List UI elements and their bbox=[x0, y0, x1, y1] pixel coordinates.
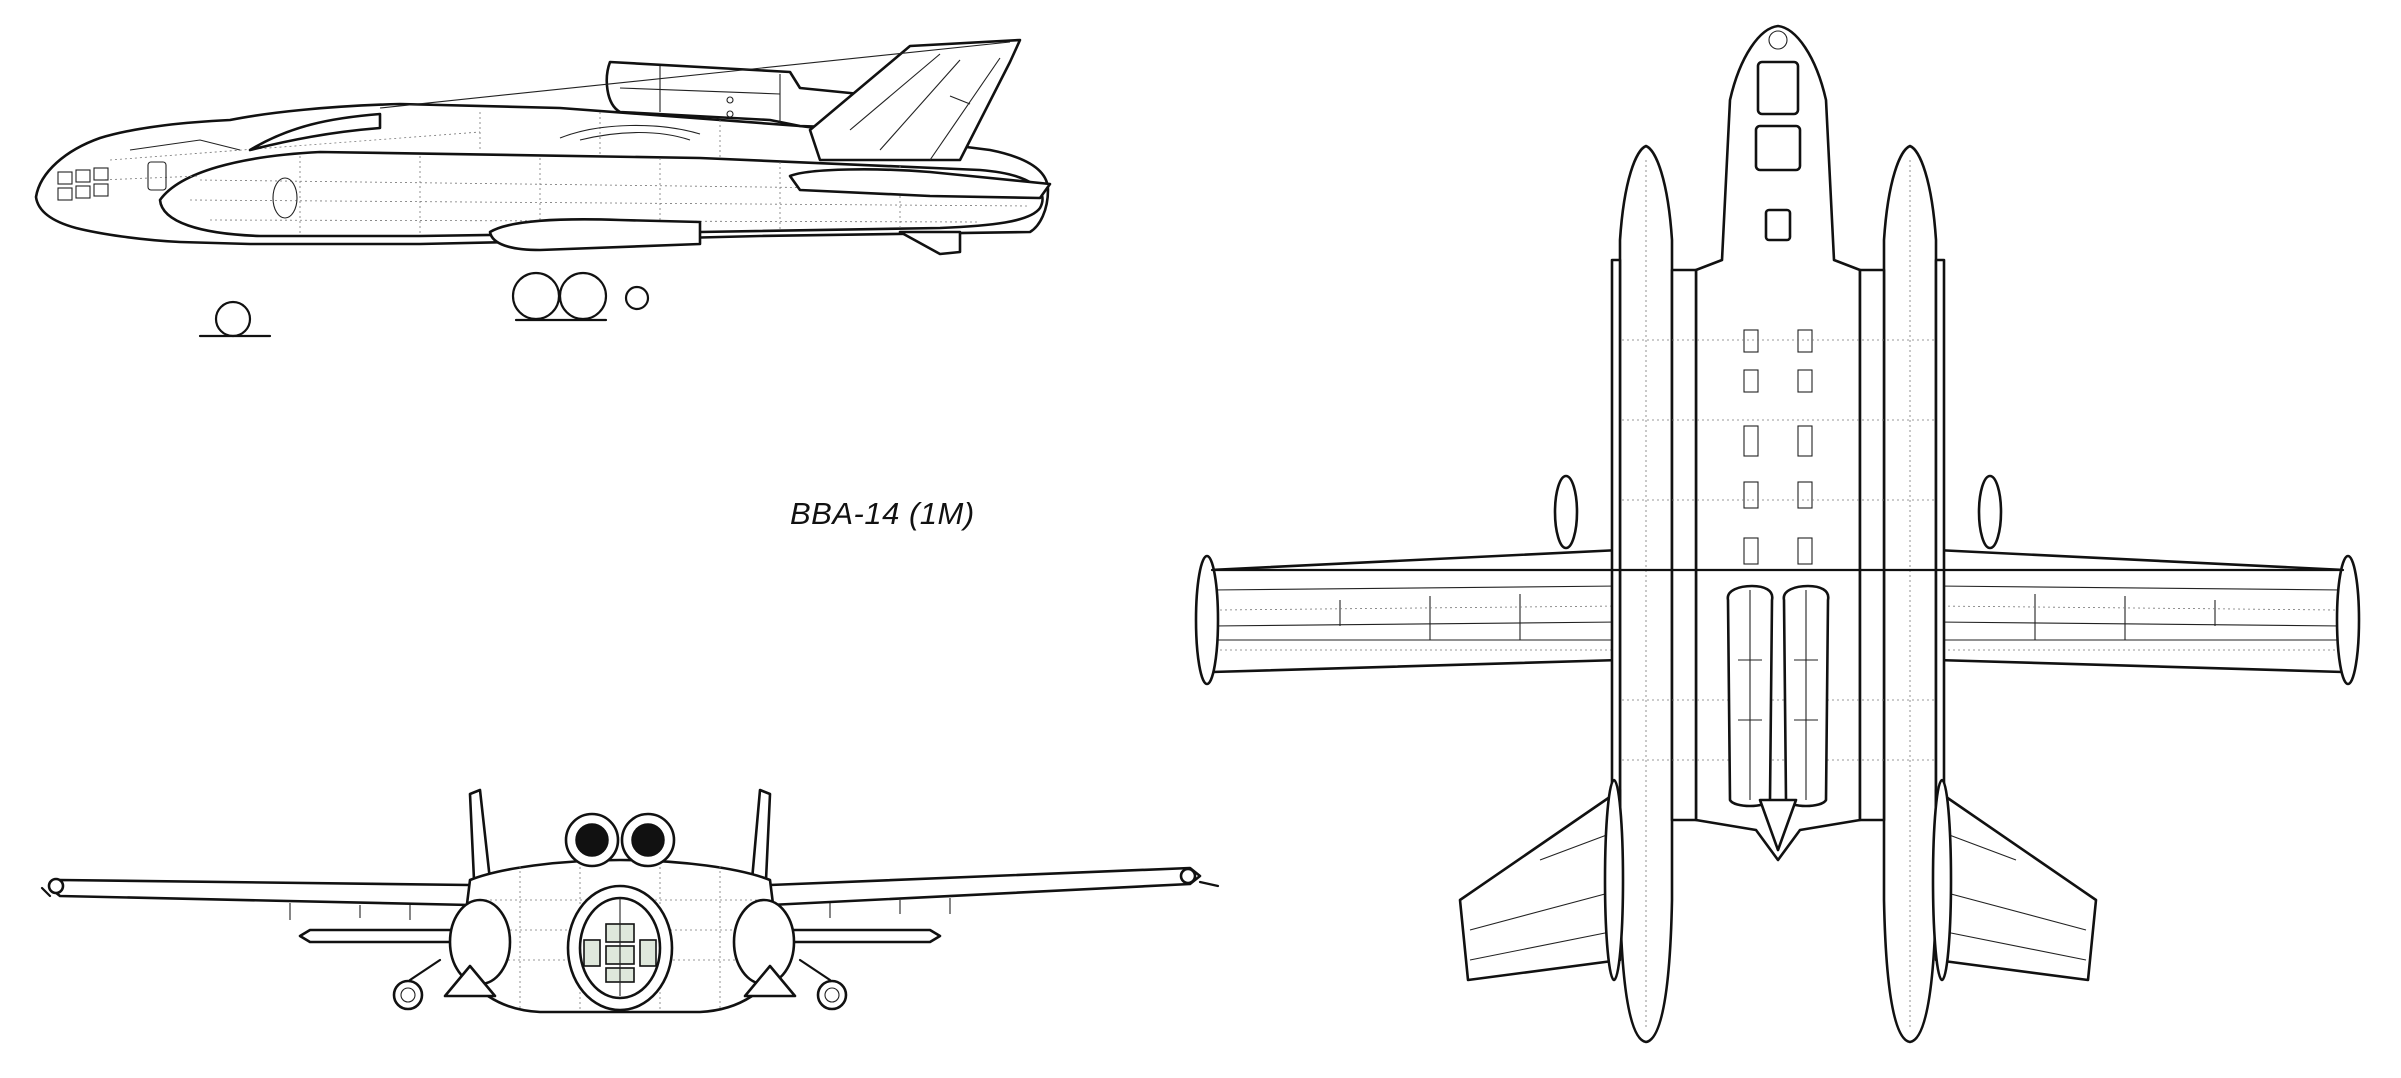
side-fuselage-panel-lines bbox=[99, 112, 721, 181]
top-tail-fins bbox=[1603, 778, 1953, 982]
top-wing-dotted-grid bbox=[1219, 605, 2336, 651]
side-canopy bbox=[248, 112, 382, 152]
top-view bbox=[1194, 24, 2361, 1044]
top-body-grid bbox=[1622, 160, 1934, 1030]
front-view bbox=[40, 788, 1220, 1014]
front-right-stabilizer bbox=[768, 928, 942, 944]
top-hull-tail bbox=[1758, 798, 1798, 852]
front-left-stabilizer bbox=[298, 928, 472, 944]
top-hull-hatches bbox=[1743, 329, 1813, 565]
front-right-fin bbox=[750, 788, 772, 882]
side-tail-fin bbox=[808, 38, 1022, 162]
side-skid bbox=[898, 230, 962, 256]
side-keel bbox=[488, 218, 702, 252]
top-right-stabilizer bbox=[1934, 788, 2098, 982]
top-wing-panel-lines bbox=[1211, 585, 2344, 641]
side-tail-details bbox=[849, 53, 1001, 161]
side-antenna-wire bbox=[379, 41, 1011, 109]
top-engines bbox=[1726, 584, 1830, 808]
front-right-wing bbox=[768, 866, 1202, 907]
side-hatch bbox=[272, 177, 298, 219]
top-left-float bbox=[1618, 144, 1674, 1044]
top-center-section bbox=[1670, 268, 1886, 822]
drawing-title: BBA-14 (1M) bbox=[790, 496, 975, 531]
top-root-fins bbox=[1553, 474, 2003, 550]
side-tailplane bbox=[788, 168, 1052, 200]
front-outer-wheels bbox=[392, 958, 848, 1011]
top-left-wing bbox=[1198, 548, 1622, 674]
front-engines bbox=[564, 812, 676, 868]
front-cockpit bbox=[566, 884, 674, 1012]
front-left-fin bbox=[468, 788, 492, 882]
front-wing-tips bbox=[40, 867, 1220, 898]
top-left-stabilizer bbox=[1458, 788, 1622, 982]
side-view bbox=[34, 38, 1052, 338]
front-wing-pylons bbox=[289, 898, 951, 920]
top-hull-cockpit bbox=[1754, 30, 1802, 242]
side-landing-gear bbox=[198, 271, 650, 338]
side-cockpit-windows bbox=[57, 139, 241, 201]
front-left-wing bbox=[48, 878, 472, 907]
front-pontoons bbox=[443, 898, 797, 998]
side-top-intakes bbox=[559, 124, 701, 141]
side-engine-nacelle bbox=[605, 60, 862, 130]
top-right-wing bbox=[1934, 548, 2357, 674]
side-engine-details bbox=[619, 66, 781, 122]
top-wingtip-pods bbox=[1194, 554, 2361, 686]
